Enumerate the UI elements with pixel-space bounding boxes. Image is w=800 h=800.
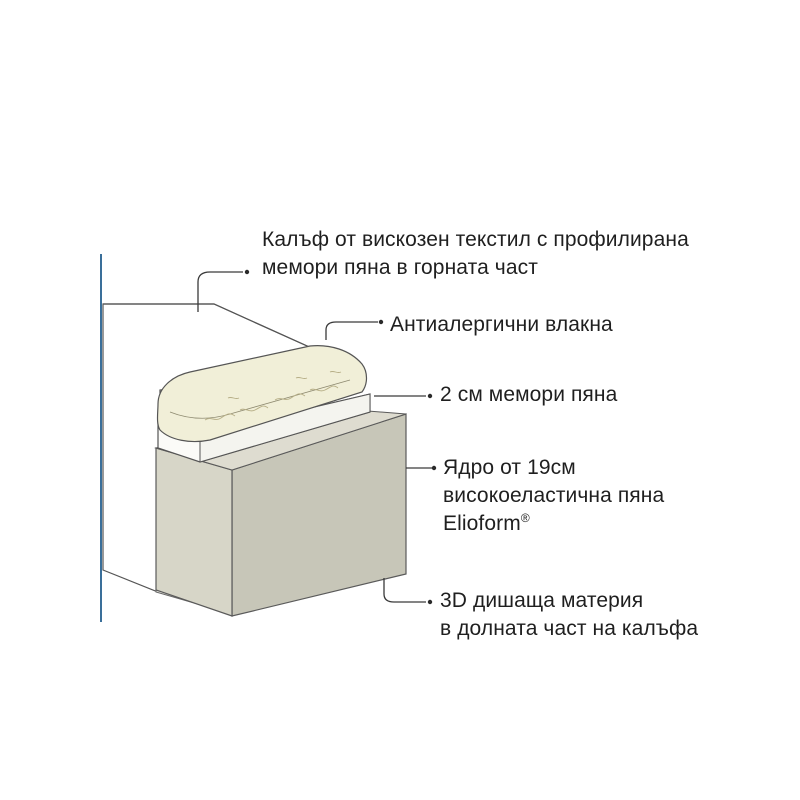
leader-cover (197, 271, 243, 312)
label-core-line2: високоеластична пяна (443, 484, 665, 507)
leader-bottom (383, 578, 426, 603)
label-bottom-line1: 3D дишаща материя (440, 589, 644, 612)
label-bottom-fabric: 3D дишаща материя в долната част на калъ… (440, 587, 698, 643)
core-front-face (155, 447, 233, 617)
label-memory-foam: 2 см мемори пяна (440, 383, 618, 406)
label-core-brand: Elioform (443, 512, 521, 535)
label-core-line1: Ядро от 19см (443, 456, 576, 479)
label-core-line3: Elioform® (443, 510, 664, 538)
leader-fibers (325, 321, 378, 340)
cover-top-edge (103, 303, 317, 351)
leader-lines (197, 271, 432, 603)
leader-dots (244, 269, 437, 605)
label-core: Ядро от 19см високоеластична пяна Eliofo… (443, 454, 664, 538)
registered-mark: ® (520, 511, 530, 525)
label-cover: Калъф от вискозен текстил с профилирана … (262, 226, 689, 282)
label-fibers: Антиалергични влакна (390, 313, 613, 336)
label-cover-line2: мемори пяна в горната част (262, 256, 538, 279)
label-cover-line1: Калъф от вискозен текстил с профилирана (262, 228, 689, 251)
label-bottom-line2: в долната част на калъфа (440, 617, 699, 640)
fiber-texture (204, 370, 342, 421)
